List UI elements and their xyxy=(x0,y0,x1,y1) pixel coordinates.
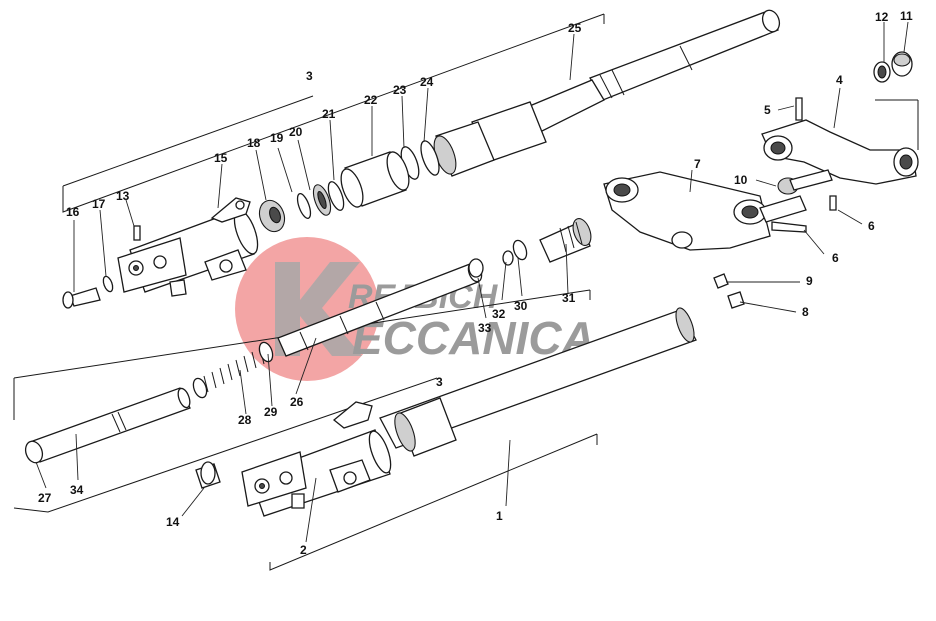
upper-triple-clamp xyxy=(761,51,919,211)
watermark: REJBICH ECCANICA xyxy=(235,237,595,381)
callout-12: 12 xyxy=(875,10,889,24)
callout-9: 9 xyxy=(806,274,813,288)
callout-22: 22 xyxy=(364,93,378,107)
callout-16: 16 xyxy=(66,205,80,219)
callout-29: 29 xyxy=(264,405,278,419)
callout-26: 26 xyxy=(290,395,304,409)
lower-fork-leg xyxy=(195,307,697,517)
callout-28: 28 xyxy=(238,413,252,427)
callout-4: 4 xyxy=(836,73,843,87)
callout-32: 32 xyxy=(492,307,506,321)
cartridge-assembly xyxy=(24,218,592,464)
leader-lines xyxy=(35,21,909,543)
callout-19: 19 xyxy=(270,131,284,145)
callout-17: 17 xyxy=(92,197,106,211)
callout-6-lower: 6 xyxy=(832,251,839,265)
callout-20: 20 xyxy=(289,125,303,139)
callout-34: 34 xyxy=(70,483,84,497)
lower-triple-clamp xyxy=(603,171,807,309)
spring-28 xyxy=(192,341,274,399)
callout-10: 10 xyxy=(734,173,748,187)
callout-31: 31 xyxy=(562,291,576,305)
callout-15: 15 xyxy=(214,151,228,165)
callout-2: 2 xyxy=(300,543,307,557)
callout-3-upper: 3 xyxy=(306,69,313,83)
upper-tube-assembly xyxy=(62,9,781,309)
callout-5: 5 xyxy=(764,103,771,117)
callout-1: 1 xyxy=(496,509,503,523)
callout-labels: 1 2 3 3 4 5 6 6 7 8 9 10 11 12 13 14 15 … xyxy=(38,9,913,557)
callout-23: 23 xyxy=(393,83,407,97)
callout-11: 11 xyxy=(900,9,913,23)
callout-14: 14 xyxy=(166,515,180,529)
callout-8: 8 xyxy=(802,305,809,319)
callout-27: 27 xyxy=(38,491,52,505)
callout-33: 33 xyxy=(478,321,492,335)
callout-13: 13 xyxy=(116,189,130,203)
callout-25: 25 xyxy=(568,21,582,35)
callout-7: 7 xyxy=(694,157,701,171)
callout-21: 21 xyxy=(322,107,336,121)
callout-6-upper: 6 xyxy=(868,219,875,233)
callout-24: 24 xyxy=(420,75,434,89)
callout-3-lower: 3 xyxy=(436,375,443,389)
callout-30: 30 xyxy=(514,299,528,313)
callout-18: 18 xyxy=(247,136,261,150)
